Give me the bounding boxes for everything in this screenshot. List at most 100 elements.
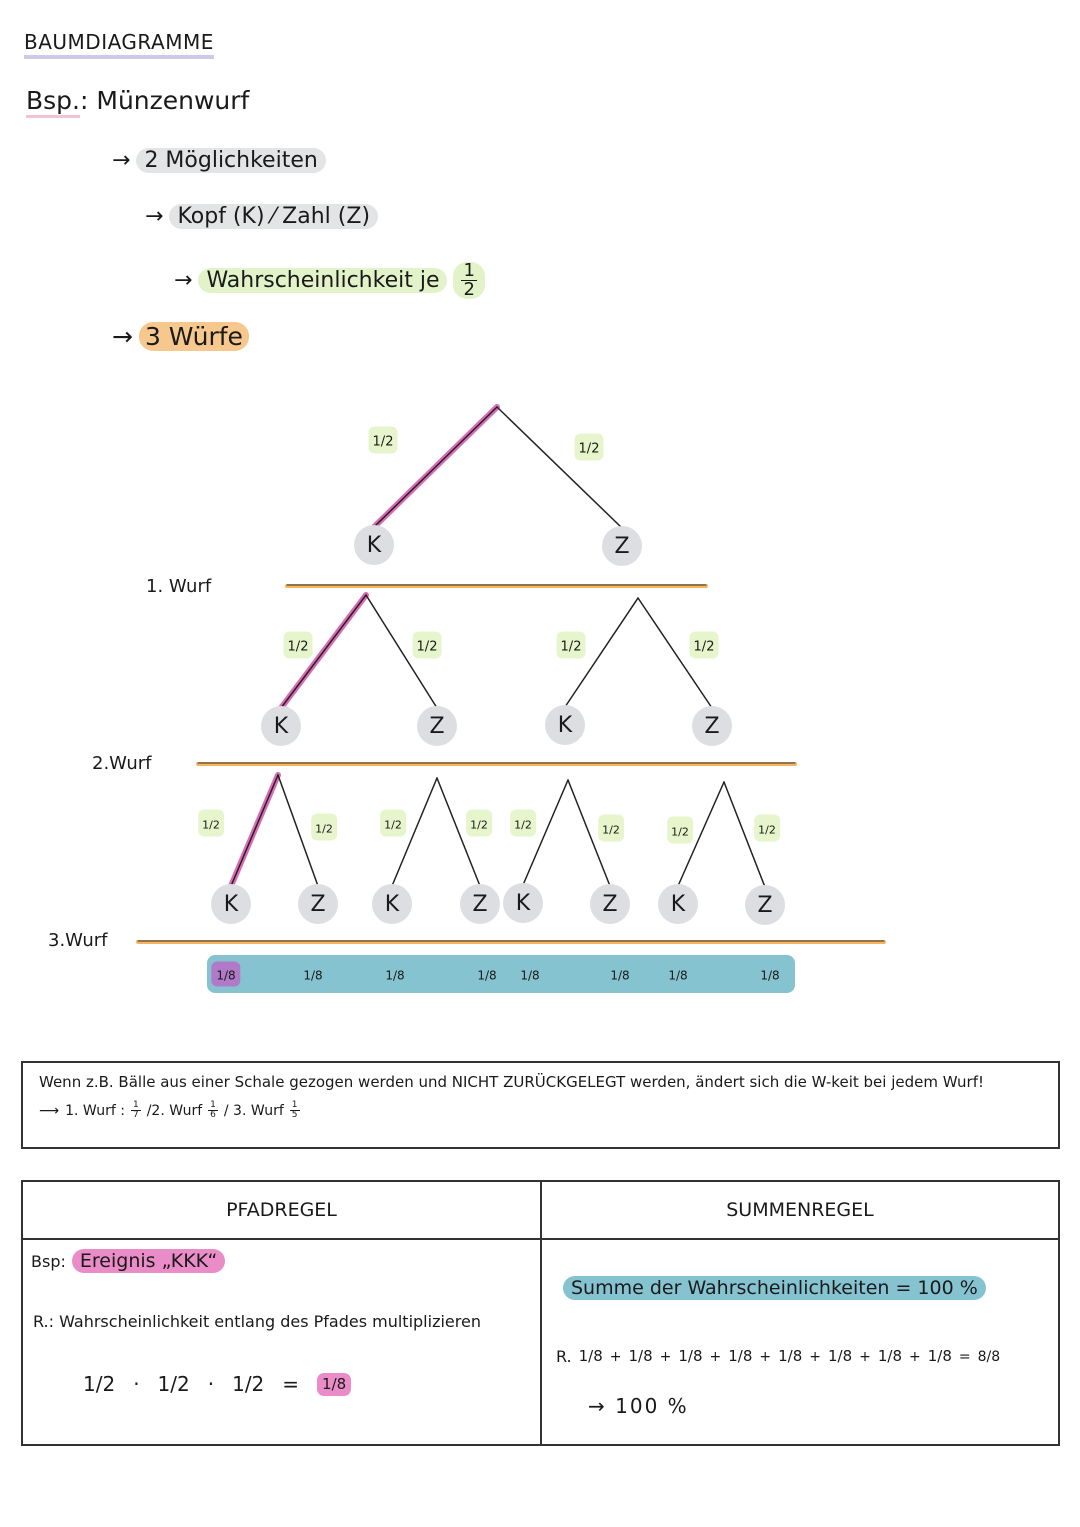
fraction: 1/2	[202, 818, 220, 832]
tree-node: Z	[602, 526, 642, 566]
result-bar	[207, 955, 795, 993]
denominator: 6	[210, 1110, 216, 1120]
operator: +	[859, 1348, 871, 1365]
fraction: 1/8	[778, 1347, 803, 1365]
branch-probability: 1/2	[311, 813, 337, 841]
branch-probability: 1/2	[754, 814, 780, 842]
branch	[564, 597, 639, 708]
fraction: 1/2	[384, 818, 402, 832]
arrow-icon: →	[112, 148, 131, 173]
tree-lines	[136, 404, 886, 944]
branch	[230, 774, 279, 887]
pfad-calculation: 1/2·1/2·1/2=1/8	[83, 1372, 352, 1396]
path-result: 1/8	[211, 961, 241, 987]
rules-table: PFADREGEL SUMMENREGEL Bsp: Ereignis „KKK…	[21, 1180, 1060, 1446]
arrow-icon: →	[145, 204, 164, 229]
branch-probability: 1/2	[198, 809, 224, 837]
fraction: 1/8	[520, 968, 540, 983]
branch	[280, 594, 367, 709]
tree-node: Z	[417, 706, 457, 746]
fraction: 1/2	[514, 818, 532, 832]
fraction: 8/8	[977, 1348, 1001, 1365]
pfad-rule: R.: Wahrscheinlichkeit entlang des Pfade…	[33, 1312, 481, 1331]
bullet-text: 2 Möglichkeiten	[136, 148, 326, 173]
fraction: 1/8	[317, 1372, 352, 1396]
summe-statement: Summe der Wahrscheinlichkeiten = 100 %	[563, 1276, 986, 1300]
fraction: 1/2	[372, 434, 394, 450]
example-prefix: Bsp.	[26, 86, 80, 118]
fraction: 1/8	[728, 1347, 753, 1365]
operator: +	[759, 1348, 772, 1365]
note-w3: / 3. Wurf	[223, 1102, 284, 1119]
numerator: 1	[289, 1100, 300, 1111]
operator: +	[909, 1348, 921, 1365]
summe-conclusion: → 100 %	[588, 1394, 689, 1418]
operator: =	[282, 1372, 300, 1396]
tree-node: Z	[692, 706, 732, 746]
numerator: 1	[130, 1100, 141, 1111]
branch-probability: 1/2	[689, 631, 719, 659]
branch	[391, 777, 438, 887]
fraction: 1/8	[628, 1347, 653, 1365]
numerator: 1	[461, 260, 477, 281]
denominator: 5	[291, 1110, 298, 1120]
fraction: 1/2	[602, 823, 620, 837]
branch-probability: 1/2	[412, 631, 442, 659]
branch-probability: 1/2	[667, 816, 693, 844]
fraction: 1/2	[560, 639, 582, 655]
level-label: 2.Wurf	[92, 753, 152, 774]
fraction: 1/8	[477, 968, 497, 983]
fraction: 1/2	[83, 1372, 116, 1396]
path-result: 1/8	[668, 965, 687, 984]
arrow-icon: →	[112, 322, 133, 351]
branch-probability: 1/2	[598, 814, 624, 842]
fraction: 1/2	[232, 1372, 265, 1396]
arrow-icon: →	[174, 268, 193, 293]
branch-probability: 1/2	[380, 809, 406, 837]
fraction: 1/2	[416, 639, 438, 655]
branch	[436, 777, 481, 887]
operator: +	[609, 1348, 622, 1365]
operator: ·	[207, 1372, 215, 1396]
arrow-icon: ⟶	[39, 1102, 60, 1119]
path-result: 1/8	[477, 965, 496, 984]
note-box: Wenn z.B. Bälle aus einer Schale gezogen…	[21, 1061, 1060, 1149]
tree-node: K	[545, 705, 585, 745]
operator: =	[958, 1348, 971, 1365]
event-label: Ereignis „KKK“	[71, 1249, 226, 1273]
bullet-possibilities: →2 Möglichkeiten	[112, 148, 326, 173]
path-result: 1/8	[303, 965, 322, 984]
tree-node: K	[658, 884, 698, 924]
branch	[277, 774, 319, 887]
path-result: 1/8	[760, 965, 779, 984]
numerator: 1	[208, 1100, 218, 1111]
fraction: 1/2	[157, 1372, 190, 1396]
fraction: 1/8	[668, 968, 688, 983]
branch-probability: 1/2	[556, 631, 586, 659]
operator: +	[659, 1348, 672, 1365]
note-w2: /2. Wurf	[146, 1102, 203, 1119]
branch-probability: 1/2	[466, 809, 492, 837]
bullet-text: 3 Würfe	[138, 322, 249, 351]
fraction: 1/8	[578, 1347, 603, 1365]
branch	[637, 597, 713, 709]
tree-node: Z	[298, 884, 338, 924]
bullet-text: Wahrscheinlichkeit je	[198, 268, 448, 293]
tree-node: K	[372, 884, 412, 924]
tree-node: K	[261, 706, 301, 746]
tree-node: K	[211, 884, 251, 924]
note-w1: 1. Wurf :	[65, 1102, 125, 1119]
summenregel-heading: SUMMENREGEL	[542, 1182, 1058, 1240]
fraction: 1/2	[693, 639, 715, 655]
tree-node: Z	[745, 885, 785, 925]
level-label: 1. Wurf	[146, 576, 212, 597]
summe-calculation: R.1/8+1/8+1/8+1/8+1/8+1/8+1/8+1/8=8/8	[556, 1347, 1000, 1366]
tree-node: Z	[590, 884, 630, 924]
fraction: 1/2	[287, 639, 309, 655]
bullet-throws: →3 Würfe	[112, 322, 249, 351]
fraction: 1/2	[671, 825, 689, 839]
